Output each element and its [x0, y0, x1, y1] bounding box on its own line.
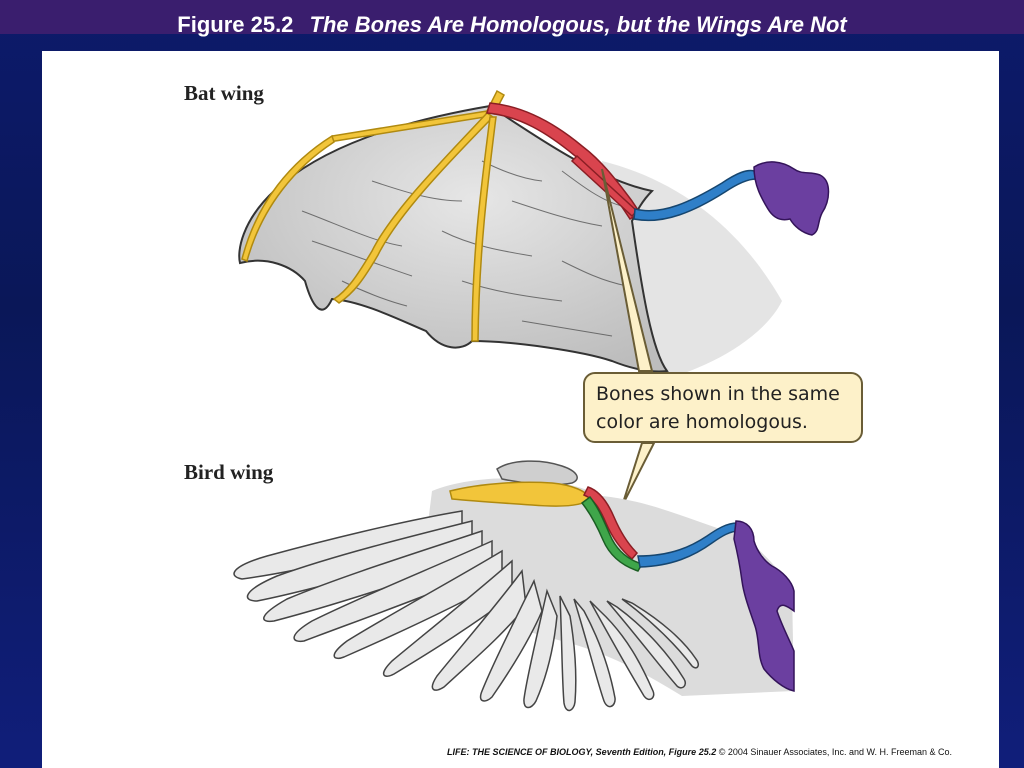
callout-line-2: color are homologous. — [596, 411, 808, 433]
callout-pointers — [601, 168, 656, 507]
figure-title: The Bones Are Homologous, but the Wings … — [309, 12, 847, 37]
figure-panel: Bat wing Bird wing Bones shown in the sa… — [42, 51, 999, 768]
bat-wing-label: Bat wing — [184, 81, 264, 105]
homology-callout: Bones shown in the same color are homolo… — [583, 372, 863, 443]
credit-book: LIFE: THE SCIENCE OF BIOLOGY, Seventh Ed… — [447, 747, 717, 757]
bird-feathers — [233, 510, 699, 712]
bird-wing-background — [422, 478, 794, 696]
bat-membrane — [238, 104, 669, 373]
bat-shoulder — [753, 161, 830, 236]
figure-credit: LIFE: THE SCIENCE OF BIOLOGY, Seventh Ed… — [447, 747, 997, 757]
bird-ulna — [580, 495, 644, 572]
bird-shoulder — [733, 520, 795, 692]
title-bar-background — [0, 0, 1024, 34]
bird-wing-label: Bird wing — [184, 460, 274, 484]
figure-number: Figure 25.2 — [177, 12, 294, 37]
bird-wing — [233, 460, 795, 712]
bat-digits — [241, 89, 506, 342]
wing-illustration — [233, 89, 830, 712]
bat-membrane-texture — [301, 160, 628, 337]
callout-line-1: Bones shown in the same — [596, 383, 840, 405]
credit-copyright: © 2004 Sinauer Associates, Inc. and W. H… — [718, 747, 952, 757]
slide-title: Figure 25.2 The Bones Are Homologous, bu… — [0, 0, 1024, 50]
bat-wing — [238, 89, 830, 381]
